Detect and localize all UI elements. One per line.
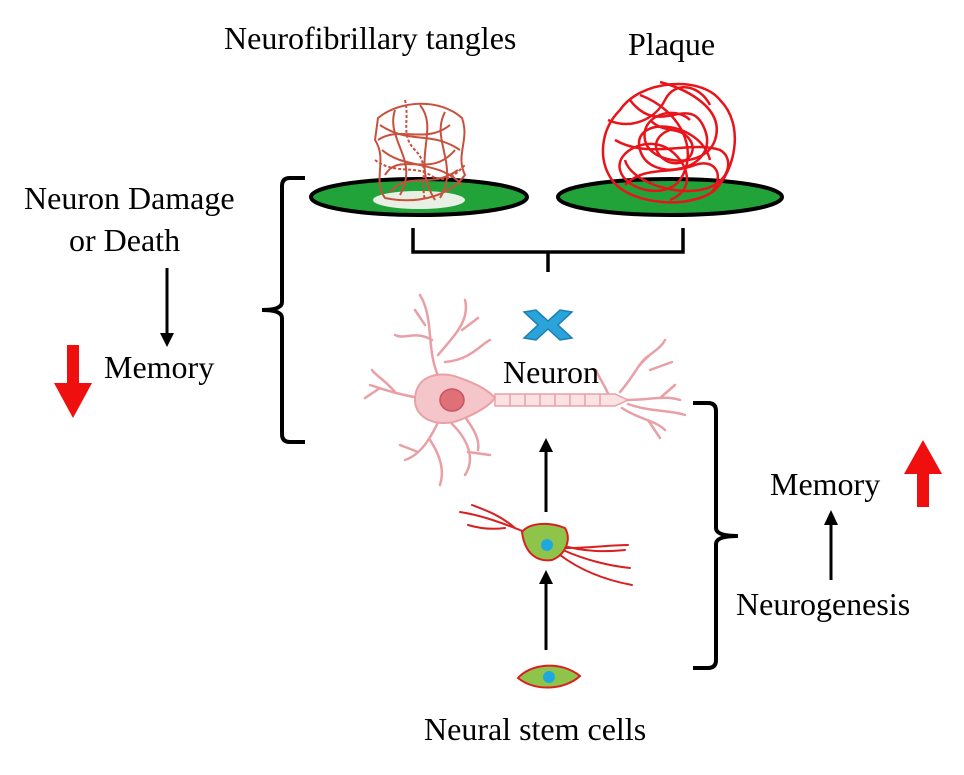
stem-cell-icon	[516, 664, 582, 689]
neurogenesis-label: Neurogenesis	[736, 586, 911, 622]
blue-cross-icon	[522, 309, 574, 341]
neuron-icon	[363, 293, 687, 487]
memory-right-label: Memory	[770, 466, 881, 502]
neurogenesis-to-memory-arrow	[824, 510, 838, 580]
tangles-icon	[373, 99, 467, 209]
neuron-body	[413, 373, 630, 425]
red-up-arrow-icon	[904, 440, 942, 507]
tangles-label: Neurofibrillary tangles	[224, 20, 517, 56]
memory-left-label: Memory	[104, 349, 215, 385]
red-down-arrow-icon	[54, 345, 92, 418]
pathology-bracket	[411, 228, 685, 272]
damage-label-line2: or Death	[69, 222, 181, 258]
plaque-disc	[556, 177, 784, 217]
differentiating-cell-icon	[459, 504, 633, 586]
stem-cells-label: Neural stem cells	[424, 711, 647, 747]
neuron-label: Neuron	[503, 354, 599, 390]
cell-to-neuron-arrow	[539, 438, 553, 512]
stem-to-cell-arrow	[539, 570, 553, 650]
damage-to-memory-arrow	[160, 268, 174, 347]
damage-label-line1: Neuron Damage	[24, 180, 235, 216]
neurogenesis-bracket	[693, 401, 739, 670]
plaque-label: Plaque	[628, 26, 716, 62]
plaque-icon	[601, 80, 736, 204]
damage-bracket	[261, 176, 305, 444]
